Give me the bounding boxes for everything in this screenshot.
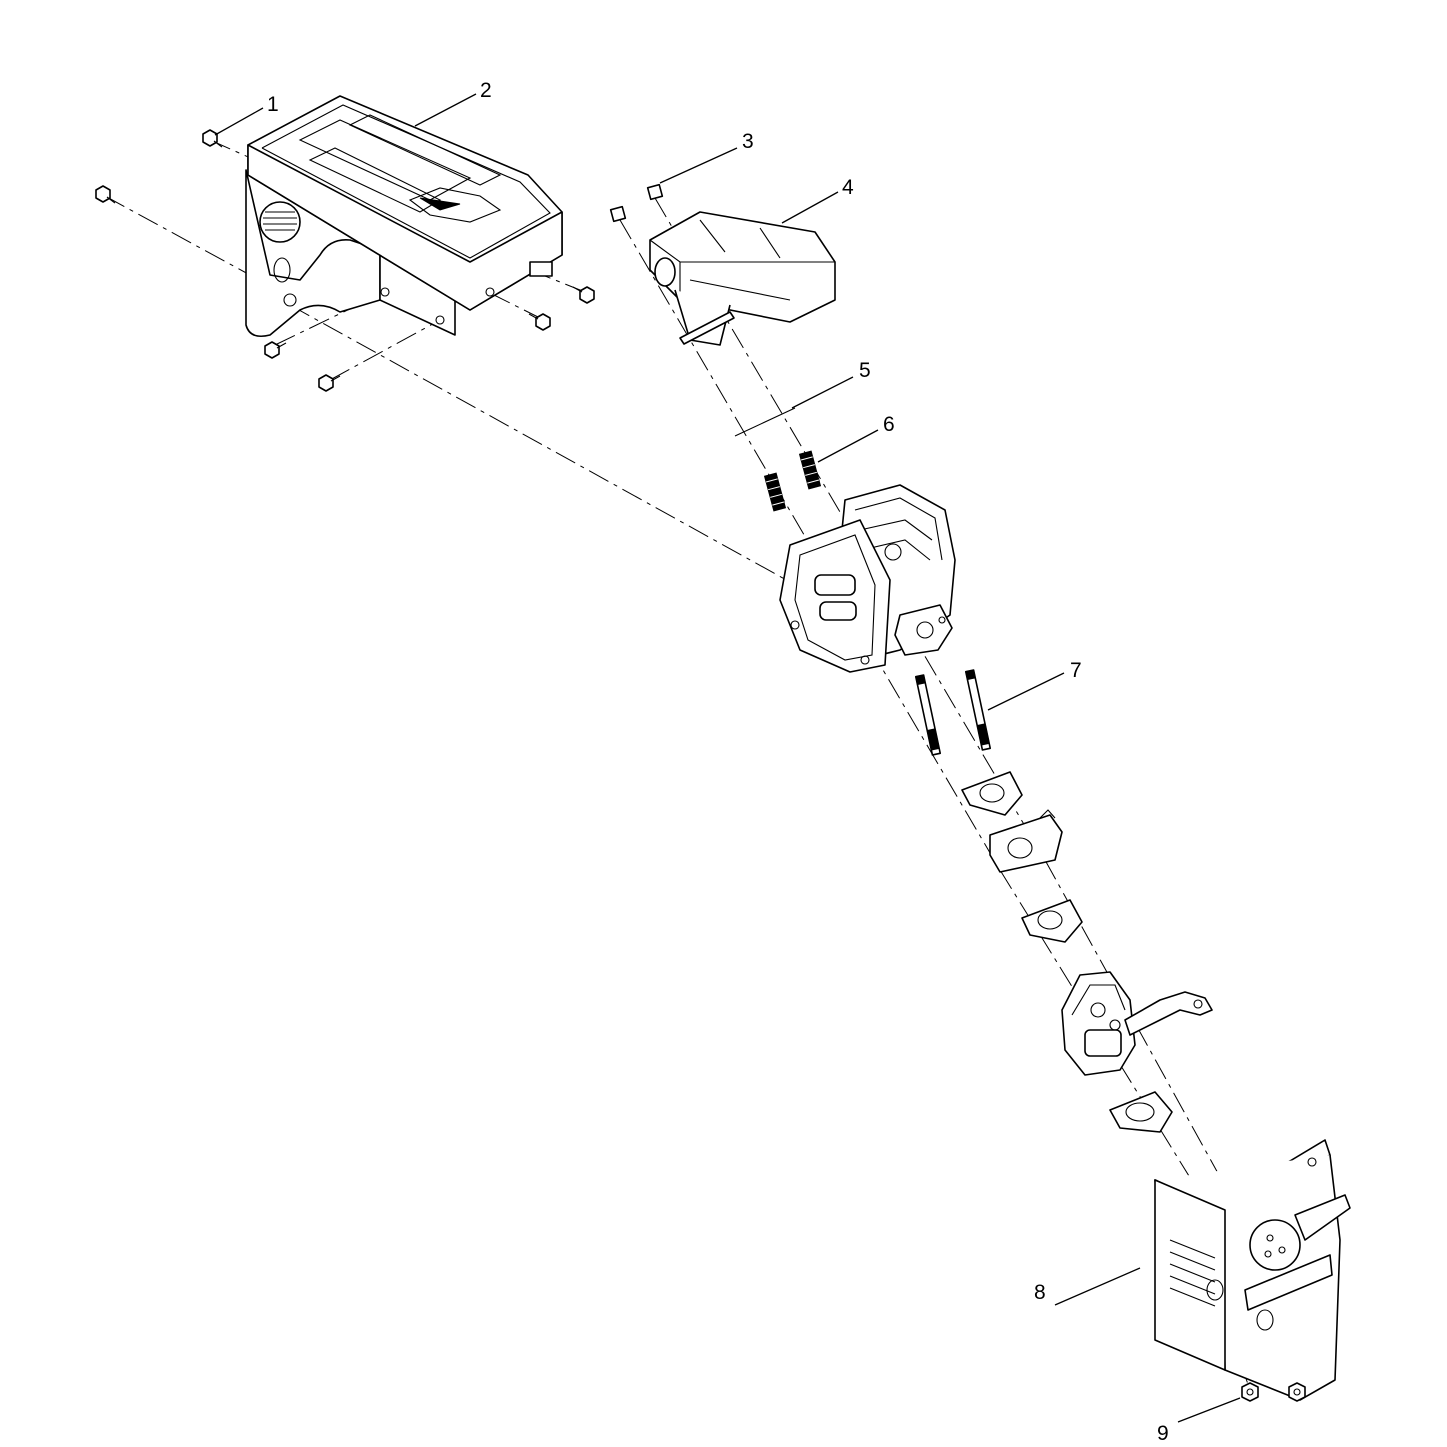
callout-1-label: 1 [267, 93, 279, 116]
part-1-flange-bolts [95, 129, 595, 392]
part-7-intake-studs [914, 669, 992, 756]
callout-9: 9 [1157, 1397, 1241, 1445]
callout-7: 7 [987, 659, 1082, 711]
callout-6-label: 6 [883, 413, 895, 436]
callout-8: 8 [1034, 1267, 1141, 1306]
callout-3: 3 [659, 130, 754, 184]
callout-9-label: 9 [1157, 1422, 1169, 1445]
intake-gasket-lower [1021, 899, 1083, 943]
part-8-air-shroud [1154, 1139, 1351, 1401]
part-4-muffler [649, 211, 836, 346]
carburetor-gasket [1109, 1091, 1173, 1133]
callout-1: 1 [214, 93, 279, 136]
callout-2: 2 [414, 79, 492, 127]
part-6-exhaust-studs [763, 450, 822, 512]
intake-insulator [989, 809, 1063, 873]
carburetor [1061, 971, 1213, 1076]
callout-5-label: 5 [859, 359, 871, 382]
callout-3-label: 3 [742, 130, 754, 153]
part-3-muffler-nuts [609, 183, 664, 223]
part-2-heat-shield-cover [245, 95, 563, 338]
callout-7-label: 7 [1070, 659, 1082, 682]
cylinder-head [779, 484, 956, 673]
callout-8-label: 8 [1034, 1281, 1046, 1304]
part-5-exhaust-gasket [734, 407, 796, 437]
callout-4: 4 [781, 176, 854, 224]
part-9-flange-nuts [1241, 1382, 1306, 1402]
callout-4-label: 4 [842, 176, 854, 199]
callout-5: 5 [791, 359, 871, 409]
callout-6: 6 [817, 413, 895, 463]
callout-2-label: 2 [480, 79, 492, 102]
intake-gasket-upper [961, 771, 1023, 816]
